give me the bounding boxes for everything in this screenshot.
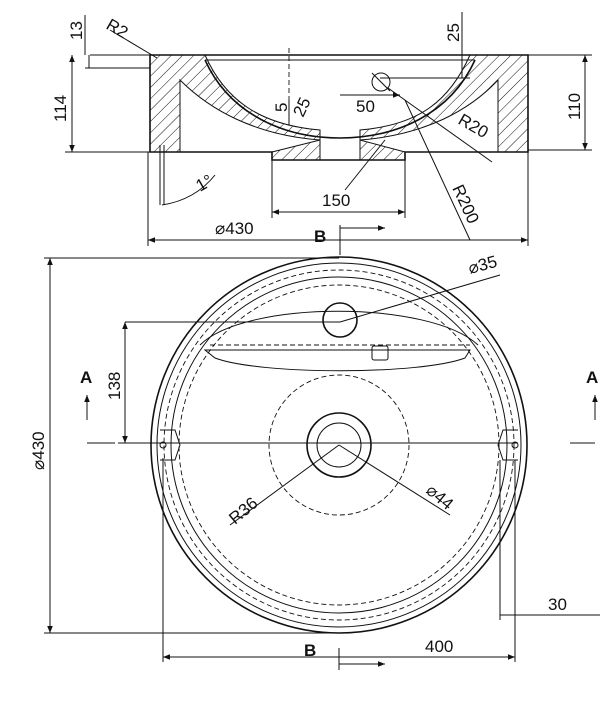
shelf-outline (203, 349, 471, 372)
dim-25-top-label: 25 (444, 23, 463, 42)
right-notch-hole (511, 441, 519, 449)
left-notch (160, 429, 181, 461)
section-b-bottom-label: B (304, 641, 316, 660)
bowl-edge-circle (170, 276, 508, 614)
upper-bowl-arc (199, 310, 479, 346)
section-view: 13 R2 114 25 110 5 25 50 R20 150 (51, 12, 592, 255)
angle-arc (161, 174, 216, 206)
dia44-leader (338, 444, 451, 516)
section-a-right-label: A (586, 368, 598, 387)
dim-150-leader (344, 139, 386, 191)
drain-hatch (271, 139, 406, 161)
dim-25-mid-label: 25 (289, 95, 314, 120)
left-notch-hole (159, 441, 167, 449)
dim-110-label: 110 (565, 93, 584, 120)
overflow-hole-mark (371, 72, 391, 92)
section-a-left-label: A (80, 368, 92, 387)
r200-leader (404, 99, 471, 241)
dim-400-label: 400 (425, 637, 453, 656)
dim-50-label: 50 (356, 97, 375, 116)
inner-bowl-curve (204, 59, 476, 139)
shelf-slot (371, 345, 389, 361)
dia44-label: ⌀44 (422, 481, 457, 514)
dim-114-label: 114 (51, 95, 70, 122)
right-notch (497, 429, 518, 461)
drain-hidden-circle (268, 374, 410, 516)
dim-5-label: 5 (272, 103, 291, 112)
r36-label: R36 (225, 493, 261, 528)
r20-label: R20 (455, 110, 492, 142)
right-wall-hatch (359, 54, 529, 153)
drain-inner-circle (316, 422, 362, 468)
drain-outer-circle (306, 412, 372, 478)
dim-138-label: 138 (105, 372, 124, 400)
bowl-hidden-circle (178, 284, 500, 606)
plan-view: ⌀35 138 R36 ⌀44 ⌀430 A A (29, 252, 600, 670)
overflow-hole-plan (322, 302, 358, 338)
r2-leader (109, 29, 158, 59)
angle-label: 1° (193, 171, 217, 196)
overflow-hole (371, 72, 391, 92)
section-b-top-label: B (314, 227, 326, 246)
r36-leader (229, 444, 340, 526)
rim-inner-circle (156, 262, 522, 628)
dim-430-left-label: ⌀430 (29, 431, 48, 470)
dim-13-label: 13 (67, 21, 86, 40)
dim-430-top-label: ⌀430 (215, 219, 254, 238)
dim-30-label: 30 (548, 595, 567, 614)
r2-label: R2 (103, 15, 131, 42)
dia35-label: ⌀35 (466, 252, 499, 278)
dim-150-label: 150 (322, 191, 350, 210)
dia35-leader (339, 274, 501, 323)
hidden-edge-circle (163, 269, 515, 621)
